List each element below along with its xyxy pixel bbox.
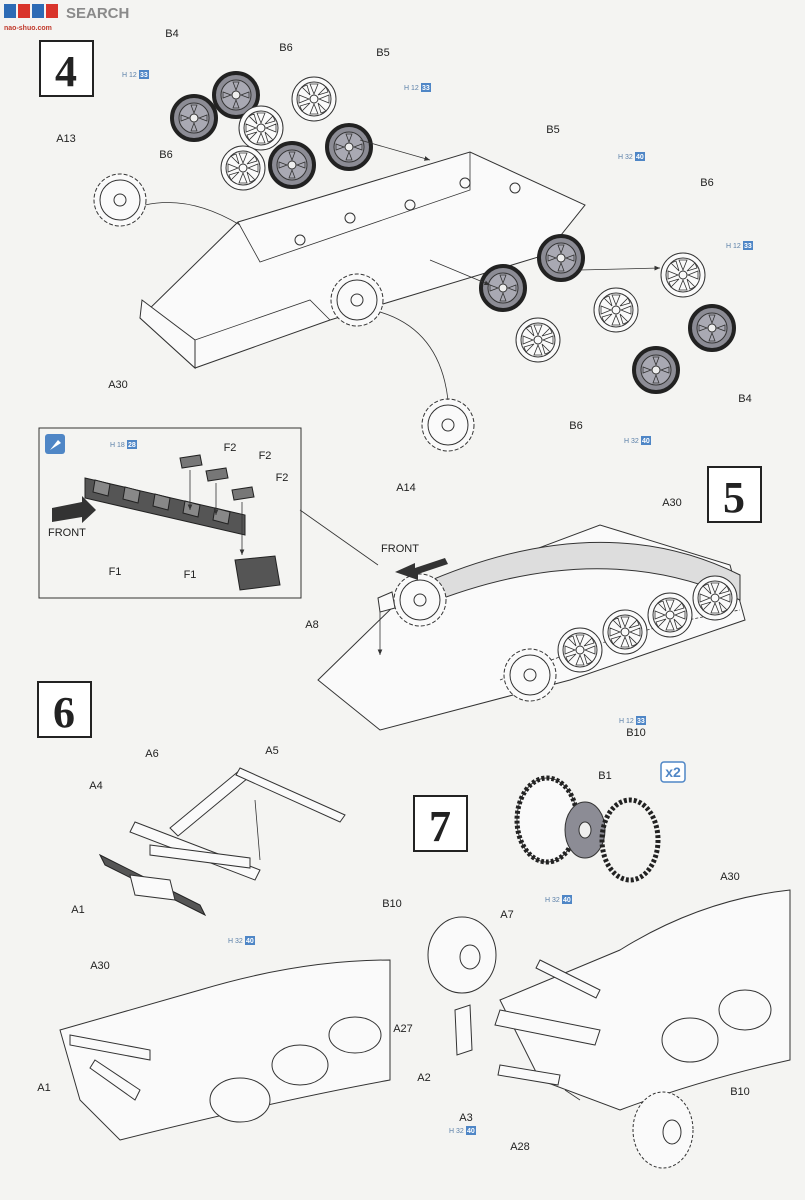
label: A30 bbox=[720, 871, 740, 883]
svg-text:28: 28 bbox=[128, 442, 136, 449]
svg-text:40: 40 bbox=[246, 938, 254, 945]
label: A8 bbox=[305, 619, 318, 631]
svg-text:40: 40 bbox=[563, 897, 571, 904]
label: F1 bbox=[109, 566, 122, 578]
step-4-number: 4 bbox=[55, 47, 77, 96]
sprocket-a13 bbox=[93, 173, 147, 227]
label: A30 bbox=[108, 379, 128, 391]
svg-text:H: H bbox=[624, 438, 629, 445]
label: B10 bbox=[730, 1086, 750, 1098]
track-inset: H 18 28 FRONT F2 F2 F2 F1 F1 bbox=[38, 427, 379, 599]
paint-code: H 12 33 bbox=[404, 83, 431, 92]
label: A27 bbox=[393, 1023, 413, 1035]
svg-text:H: H bbox=[122, 72, 127, 79]
label: A7 bbox=[500, 909, 513, 921]
label: A30 bbox=[90, 960, 110, 972]
step-4-diagram: B4 B6 B5 A13 B6 B5 B6 A30 B6 B4 A14 H 12… bbox=[56, 28, 753, 494]
svg-text:18: 18 bbox=[117, 442, 125, 449]
label: A3 bbox=[459, 1112, 472, 1124]
front-label: FRONT bbox=[381, 543, 419, 555]
label: A4 bbox=[89, 780, 102, 792]
label: A6 bbox=[145, 748, 158, 760]
label: A14 bbox=[396, 482, 416, 494]
label: A1 bbox=[71, 904, 84, 916]
watermark-site: SEARCH bbox=[66, 5, 129, 22]
svg-text:32: 32 bbox=[625, 154, 633, 161]
paint-code: H 32 40 bbox=[618, 152, 645, 161]
watermark: SEARCH nao-shuo.com bbox=[4, 4, 129, 32]
front-label: FRONT bbox=[48, 527, 86, 539]
label: F2 bbox=[276, 472, 289, 484]
svg-text:12: 12 bbox=[733, 243, 741, 250]
label: A5 bbox=[265, 745, 278, 757]
step-7-diagram: x2 B10 B1 H 12 33 H 32 40 A30 B10 A7 A27 bbox=[382, 716, 791, 1169]
svg-text:H: H bbox=[404, 85, 409, 92]
svg-text:33: 33 bbox=[637, 718, 645, 725]
step-6-diagram: A6 A5 A4 A1 H 32 40 A30 A1 bbox=[37, 745, 391, 1141]
label: B6 bbox=[279, 42, 292, 54]
label: A28 bbox=[510, 1141, 530, 1153]
label: A30 bbox=[662, 497, 682, 509]
svg-text:H: H bbox=[726, 243, 731, 250]
svg-text:12: 12 bbox=[411, 85, 419, 92]
step-5-box: 5 bbox=[707, 466, 762, 523]
paint-code: H 12 33 bbox=[122, 70, 149, 79]
step-7-number: 7 bbox=[429, 802, 451, 851]
label: B4 bbox=[738, 393, 751, 405]
label: F2 bbox=[259, 450, 272, 462]
label: F1 bbox=[184, 569, 197, 581]
label: B4 bbox=[165, 28, 178, 40]
svg-text:32: 32 bbox=[456, 1128, 464, 1135]
svg-text:32: 32 bbox=[631, 438, 639, 445]
svg-text:33: 33 bbox=[744, 243, 752, 250]
step-4-box: 4 bbox=[39, 40, 94, 97]
label: B6 bbox=[700, 177, 713, 189]
svg-text:H: H bbox=[449, 1128, 454, 1135]
paint-code: H 32 40 bbox=[624, 436, 651, 445]
svg-text:H: H bbox=[110, 442, 115, 449]
label: B1 bbox=[598, 770, 611, 782]
svg-text:12: 12 bbox=[626, 718, 634, 725]
sprocket-rear bbox=[330, 273, 384, 327]
label: B10 bbox=[382, 898, 402, 910]
svg-text:32: 32 bbox=[552, 897, 560, 904]
step-7-box: 7 bbox=[413, 795, 468, 852]
paint-code: H 18 28 bbox=[110, 440, 137, 449]
step-6-number: 6 bbox=[53, 688, 75, 737]
paint-code: H 12 33 bbox=[726, 241, 753, 250]
label: B10 bbox=[626, 727, 646, 739]
paint-code: H 12 33 bbox=[619, 716, 646, 725]
label: B6 bbox=[159, 149, 172, 161]
paint-code: H 32 40 bbox=[228, 936, 255, 945]
step-5-diagram: FRONT A30 A8 bbox=[305, 497, 746, 731]
label: A2 bbox=[417, 1072, 430, 1084]
paint-code: H 32 40 bbox=[545, 895, 572, 904]
label: B6 bbox=[569, 420, 582, 432]
svg-text:40: 40 bbox=[636, 154, 644, 161]
multiplier-badge: x2 bbox=[665, 764, 681, 780]
svg-text:H: H bbox=[619, 718, 624, 725]
svg-text:33: 33 bbox=[422, 85, 430, 92]
svg-text:40: 40 bbox=[642, 438, 650, 445]
label: B5 bbox=[376, 47, 389, 59]
sprocket-a14 bbox=[421, 398, 475, 452]
label: A13 bbox=[56, 133, 76, 145]
label: A1 bbox=[37, 1082, 50, 1094]
step-6-box: 6 bbox=[37, 681, 92, 738]
svg-text:33: 33 bbox=[140, 72, 148, 79]
svg-text:H: H bbox=[545, 897, 550, 904]
paint-code: H 32 40 bbox=[449, 1126, 476, 1135]
svg-text:H: H bbox=[228, 938, 233, 945]
svg-text:H: H bbox=[618, 154, 623, 161]
svg-text:40: 40 bbox=[467, 1128, 475, 1135]
label: F2 bbox=[224, 442, 237, 454]
svg-text:12: 12 bbox=[129, 72, 137, 79]
label: B5 bbox=[546, 124, 559, 136]
watermark-url: nao-shuo.com bbox=[4, 25, 52, 32]
svg-text:32: 32 bbox=[235, 938, 243, 945]
step-5-number: 5 bbox=[723, 473, 745, 522]
